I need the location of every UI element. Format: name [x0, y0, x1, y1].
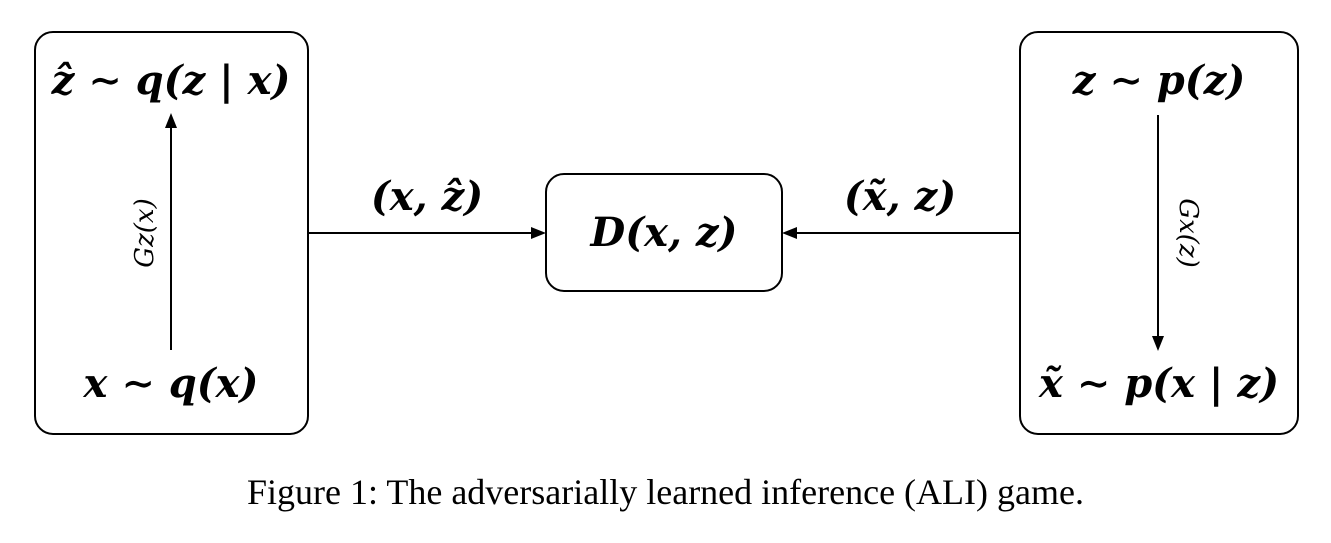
encoder-input-label: x ∼ q(x): [83, 360, 259, 407]
figure-caption: Figure 1: The adversarially learned infe…: [247, 472, 1084, 512]
discriminator-box: [545, 173, 783, 292]
decoder-pair-label: (x̃, z): [844, 173, 956, 220]
decoder-arrow-head: [1152, 336, 1164, 351]
encoder-output-label: ẑ ∼ q(z | x): [51, 57, 291, 104]
encoder-function-label: Gz(x): [130, 198, 160, 267]
encoder-to-discriminator-head: [531, 227, 546, 239]
decoder-to-discriminator-head: [782, 227, 797, 239]
decoder-input-label: z ∼ p(z): [1072, 57, 1246, 104]
ali-diagram: ẑ ∼ q(z | x) x ∼ q(x) Gz(x) z ∼ p(z) x̃ …: [34, 31, 1299, 435]
decoder-output-label: x̃ ∼ p(x | z): [1038, 360, 1279, 407]
encoder-pair-label: (x, ẑ): [371, 173, 483, 220]
encoder-arrow-head: [165, 113, 177, 128]
discriminator-label: D(x, z): [590, 209, 738, 256]
decoder-function-label: Gx(z): [1173, 198, 1203, 267]
